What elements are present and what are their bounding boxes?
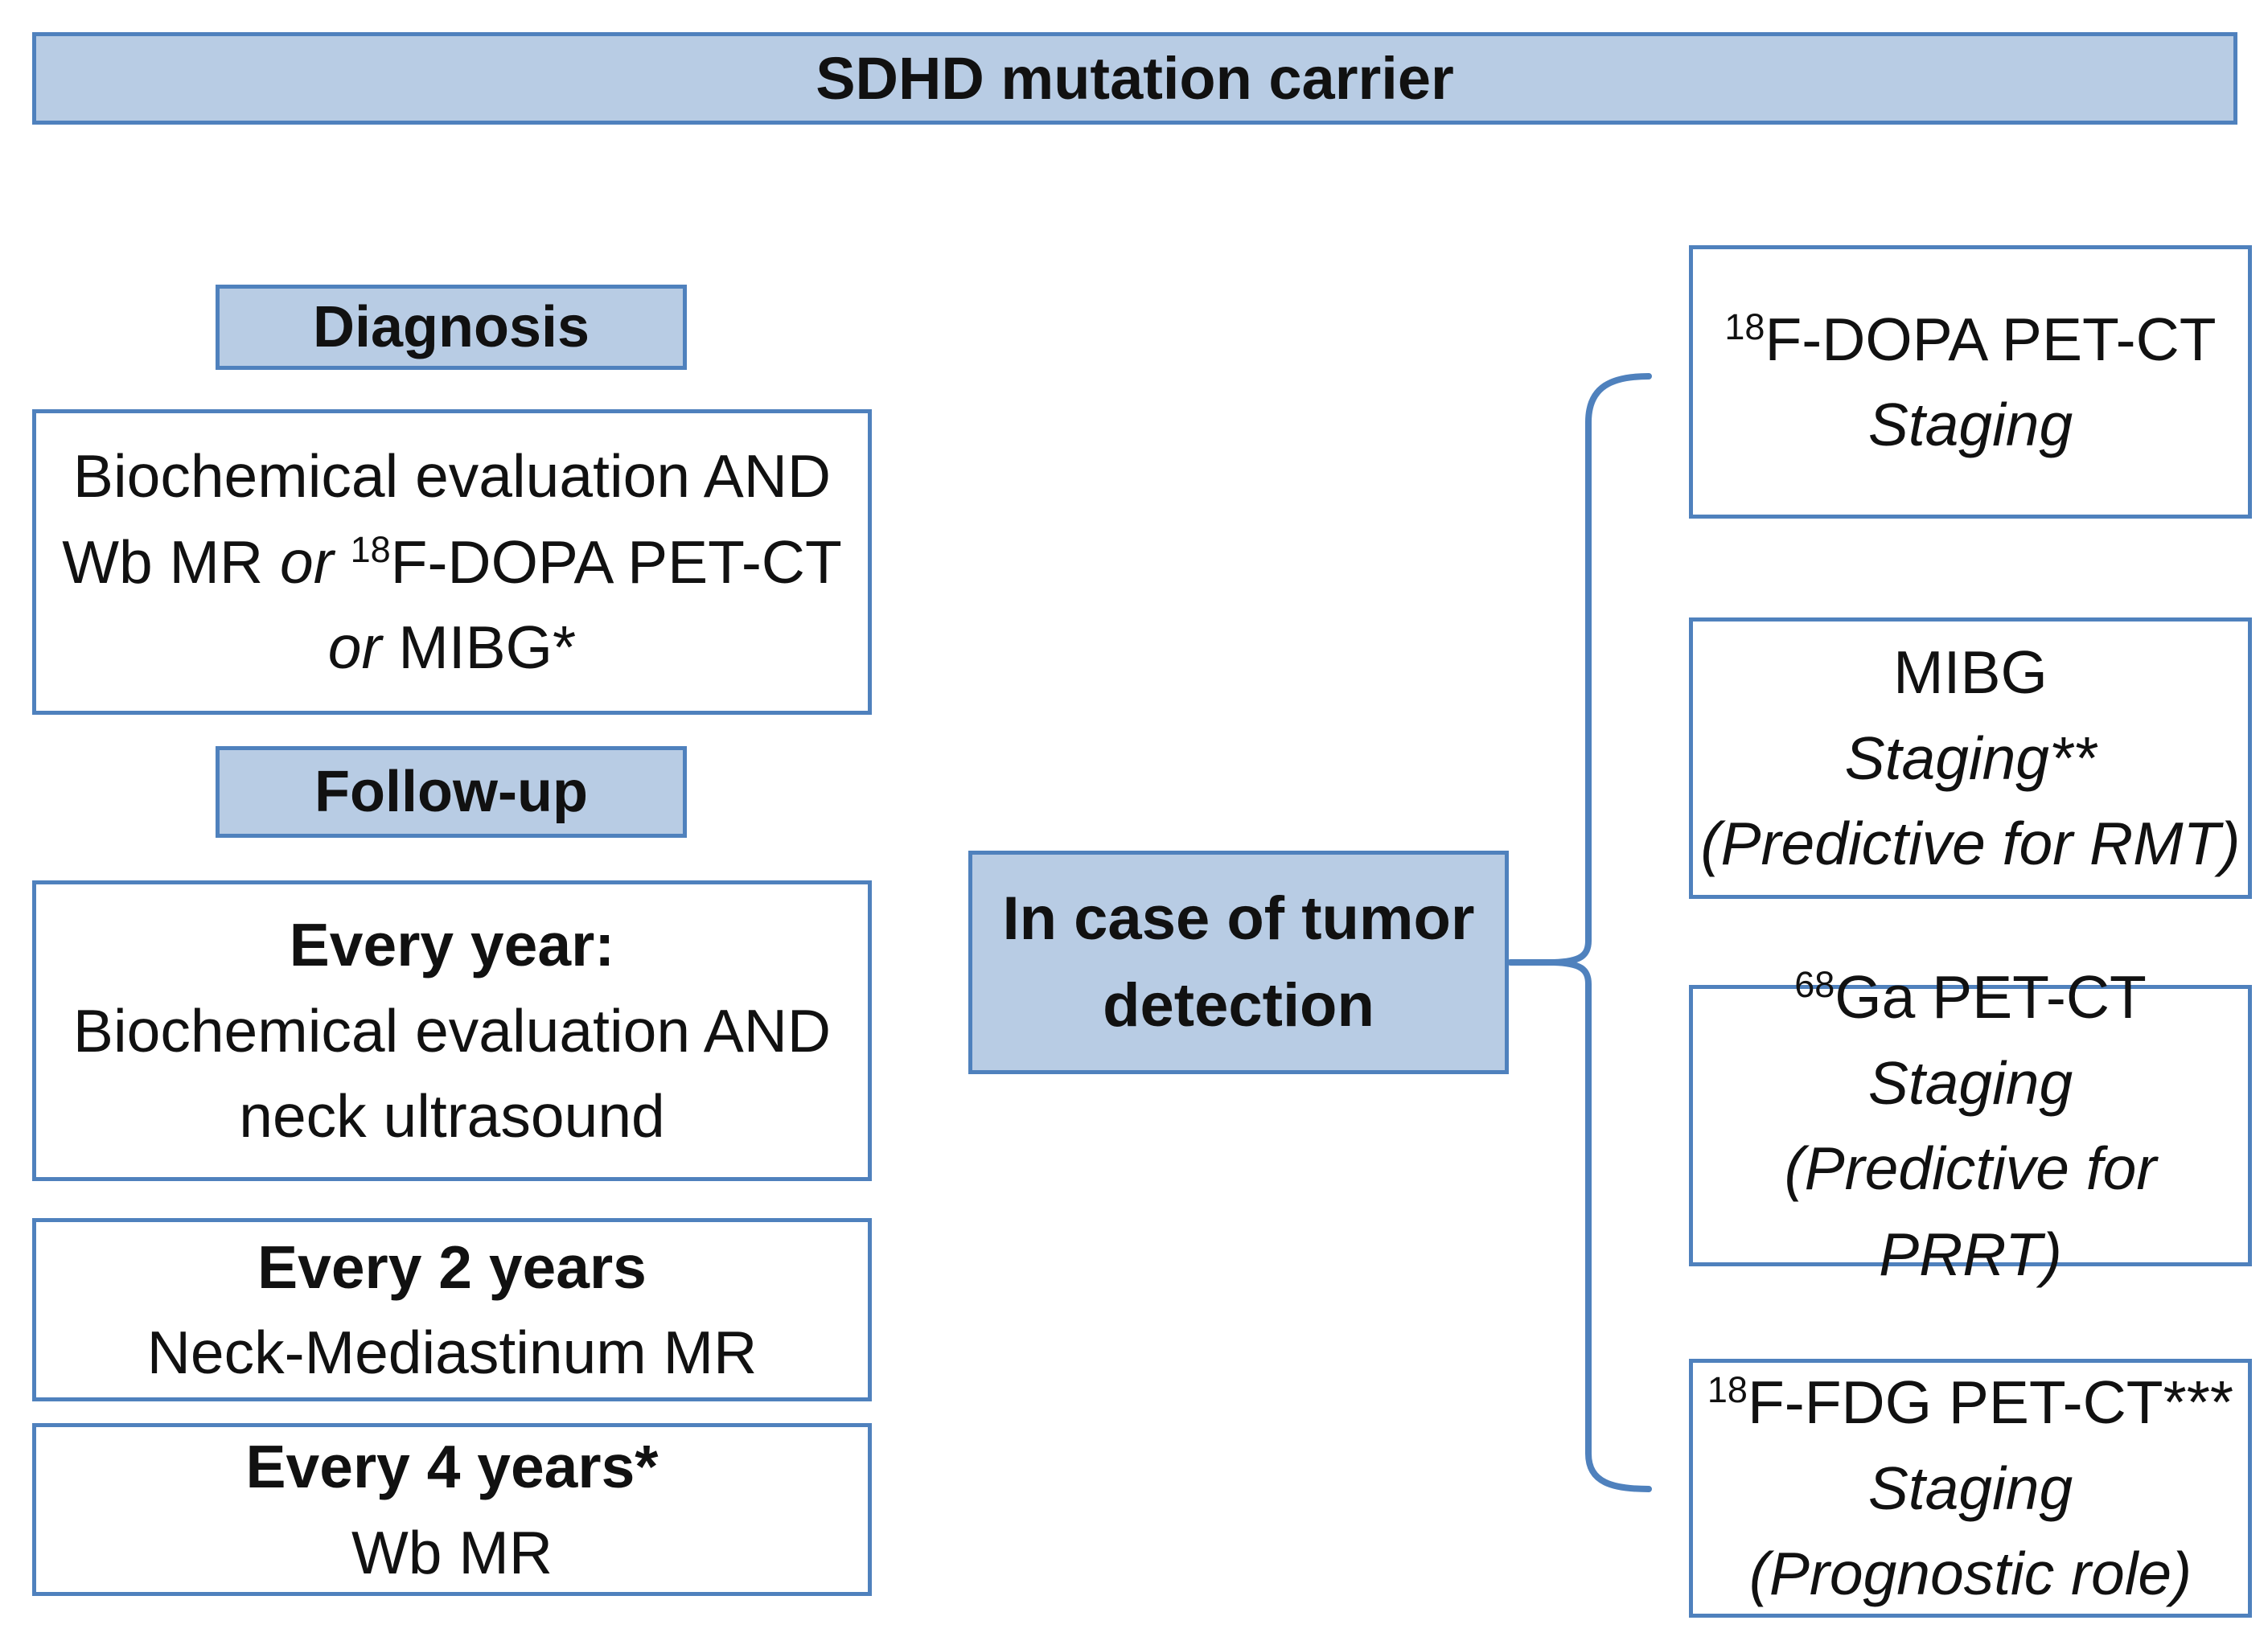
line2-post: F-DOPA PET-CT xyxy=(390,527,842,596)
ga-predictive-label: (Predictive for PRRT) xyxy=(1784,1134,2157,1288)
ga-petct-title: 68Ga PET-CT xyxy=(1794,954,2147,1040)
every-year-line-3: neck ultrasound xyxy=(239,1082,665,1151)
tumor-detection-line-2: detection xyxy=(1103,971,1374,1040)
ga-staging-label: Staging xyxy=(1867,1048,2073,1117)
line3-post: MIBG* xyxy=(381,613,577,682)
line2-superscript: 18 xyxy=(350,528,391,570)
title-label: SDHD mutation carrier xyxy=(816,44,1454,112)
line3-or: or xyxy=(327,613,382,682)
mibg-title-text: MIBG xyxy=(1893,638,2048,707)
every-year-line-2: Biochemical evaluation AND xyxy=(72,996,832,1065)
diagnosis-box-line-3: or MIBG* xyxy=(328,605,576,691)
diagnosis-box: Biochemical evaluation AND Wb MR or 18F-… xyxy=(32,409,872,715)
brace-path xyxy=(1553,373,1652,1492)
mibg-predictive-label: (Predictive for RMT) xyxy=(1700,810,2241,878)
followup-header-label: Follow-up xyxy=(314,759,588,824)
tumor-detection-line-1: In case of tumor xyxy=(1002,884,1475,954)
ga-superscript: 68 xyxy=(1794,964,1835,1005)
every-year-box: Every year: Biochemical evaluation AND n… xyxy=(32,880,872,1181)
diagnosis-header-label: Diagnosis xyxy=(312,294,590,359)
every-4-years-box: Every 4 years* Wb MR xyxy=(32,1423,872,1596)
fdg-petct-box: 18F-FDG PET-CT*** Staging (Prognostic ro… xyxy=(1689,1359,2252,1618)
diagnosis-box-line-1: Biochemical evaluation AND xyxy=(72,442,832,511)
mibg-title: MIBG xyxy=(1893,630,2048,716)
mibg-box: MIBG Staging** (Predictive for RMT) xyxy=(1689,617,2252,899)
every-2-years-line-2: Neck-Mediastinum MR xyxy=(146,1319,758,1386)
fdopa-petct-box: 18F-DOPA PET-CT Staging xyxy=(1689,245,2252,519)
fdg-staging-label: Staging xyxy=(1867,1454,2073,1522)
every-4-years-heading: Every 4 years* xyxy=(245,1433,659,1500)
fdg-superscript: 18 xyxy=(1707,1369,1748,1411)
curly-brace-connector-icon xyxy=(1507,373,1652,1492)
ga-title-text: Ga PET-CT xyxy=(1835,963,2147,1031)
title-bar: SDHD mutation carrier xyxy=(32,32,2237,125)
every-2-years-heading: Every 2 years xyxy=(257,1233,647,1301)
mibg-staging-label: Staging** xyxy=(1844,724,2097,792)
fdopa-staging-label: Staging xyxy=(1867,391,2073,458)
diagnosis-header: Diagnosis xyxy=(216,285,687,370)
line2-pre: Wb MR xyxy=(62,527,281,596)
fdopa-superscript: 18 xyxy=(1724,306,1765,347)
fdopa-title-text: F-DOPA PET-CT xyxy=(1765,305,2217,373)
tumor-detection-box: In case of tumor detection xyxy=(968,851,1509,1074)
every-year-heading: Every year: xyxy=(289,911,615,979)
every-2-years-box: Every 2 years Neck-Mediastinum MR xyxy=(32,1218,872,1401)
fdopa-petct-title: 18F-DOPA PET-CT xyxy=(1724,297,2216,383)
line2-or: or xyxy=(280,527,334,596)
diagnosis-box-line-2: Wb MR or 18F-DOPA PET-CT xyxy=(62,519,842,605)
fdg-title-text: F-FDG PET-CT*** xyxy=(1747,1368,2234,1437)
ga-petct-box: 68Ga PET-CT Staging (Predictive for PRRT… xyxy=(1689,963,2252,1288)
fdg-petct-title: 18F-FDG PET-CT*** xyxy=(1707,1360,2233,1446)
fdg-prognostic-label: (Prognostic role) xyxy=(1748,1540,2192,1608)
followup-header: Follow-up xyxy=(216,746,687,838)
every-4-years-line-2: Wb MR xyxy=(351,1518,553,1586)
